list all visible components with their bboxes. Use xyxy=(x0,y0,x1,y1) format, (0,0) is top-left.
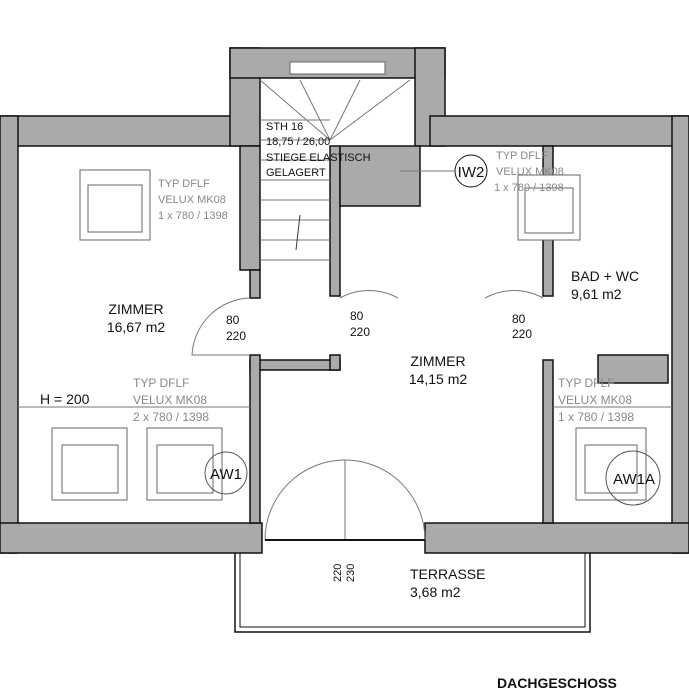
door-3-height: 220 xyxy=(512,327,532,341)
door-2-width: 80 xyxy=(350,309,364,323)
stair-label-3: STIEGE ELASTISCH xyxy=(266,152,371,164)
door-swings xyxy=(191,290,544,541)
window-1-size: 1 x 780 / 1398 xyxy=(158,210,228,222)
window-2-size: 1 x 780 / 1398 xyxy=(494,182,564,194)
window-3-type: TYP DFLF xyxy=(133,376,189,390)
room-name-zimmer-2: ZIMMER xyxy=(410,353,465,369)
door-2-height: 220 xyxy=(350,325,370,339)
room-name-bad: BAD + WC xyxy=(571,268,639,284)
stair-label-1: STH 16 xyxy=(266,121,303,133)
staircase xyxy=(259,79,411,261)
room-area-zimmer-2: 14,15 m2 xyxy=(409,371,468,387)
walls xyxy=(0,47,689,554)
window-4-type: TYP DFLF xyxy=(558,376,614,390)
door-4-height: 230 xyxy=(345,564,357,582)
door-1-height: 220 xyxy=(226,329,246,343)
room-area-bad: 9,61 m2 xyxy=(571,286,622,302)
window-1-type: TYP DFLF xyxy=(158,178,210,190)
height-note: H = 200 xyxy=(40,391,90,407)
drawing-title: DACHGESCHOSS xyxy=(497,675,617,691)
window-4-size: 1 x 780 / 1398 xyxy=(558,410,634,424)
window-2-model: VELUX MK08 xyxy=(496,166,564,178)
door-3-width: 80 xyxy=(512,312,526,326)
window-tag-iw2: IW2 xyxy=(458,164,485,181)
door-1-width: 80 xyxy=(226,313,240,327)
window-tags xyxy=(204,154,661,506)
window-tag-aw1: AW1 xyxy=(210,466,242,483)
window-1-model: VELUX MK08 xyxy=(158,194,226,206)
room-area-zimmer-1: 16,67 m2 xyxy=(107,319,166,335)
terrace-outline xyxy=(234,553,591,633)
door-4-width: 220 xyxy=(332,564,344,582)
velux-windows xyxy=(18,169,672,501)
stair-label-4: GELAGERT xyxy=(266,167,326,179)
window-3-size: 2 x 780 / 1398 xyxy=(133,410,209,424)
window-4-model: VELUX MK08 xyxy=(558,393,632,407)
stair-label-2: 18,75 / 26,00 xyxy=(266,136,330,148)
room-area-terrasse: 3,68 m2 xyxy=(410,584,461,600)
window-tag-aw1a: AW1A xyxy=(613,471,655,488)
roof-window-stair xyxy=(289,61,386,75)
room-name-terrasse: TERRASSE xyxy=(410,566,485,582)
room-name-zimmer-1: ZIMMER xyxy=(108,301,163,317)
window-2-type: TYP DFLF xyxy=(496,150,548,162)
window-3-model: VELUX MK08 xyxy=(133,393,207,407)
